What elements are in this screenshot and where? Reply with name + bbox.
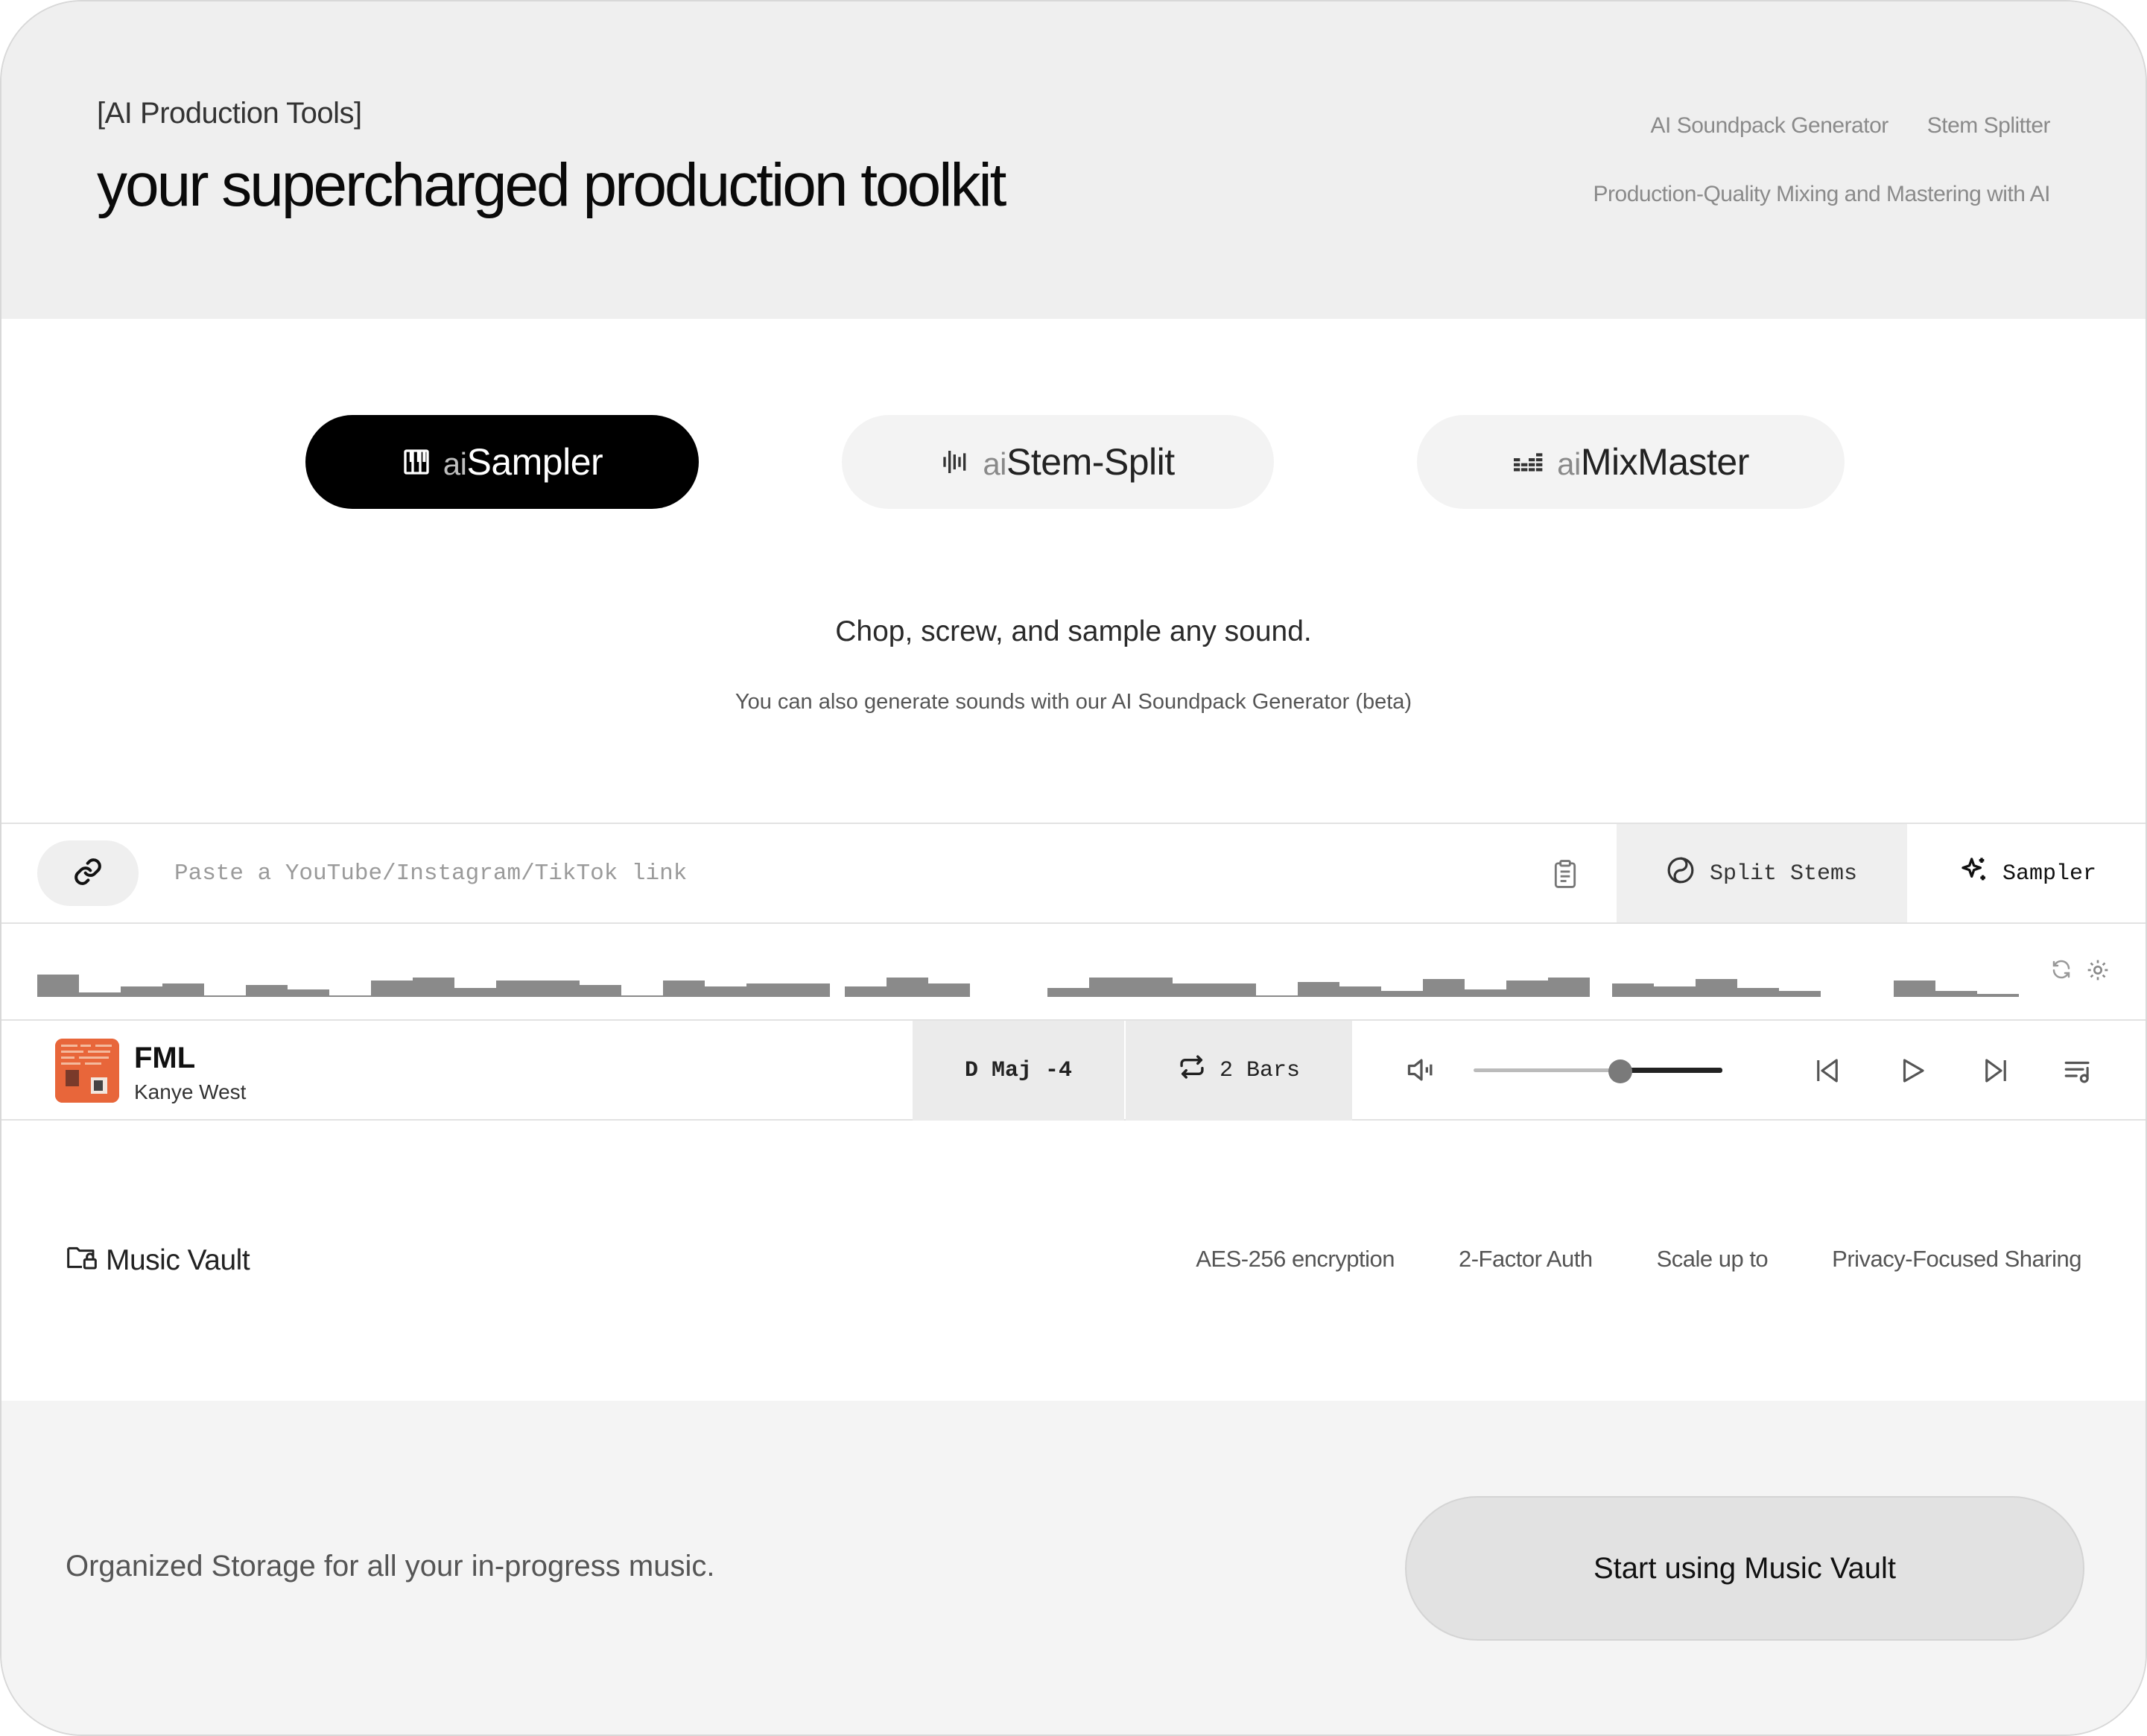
- key-selector[interactable]: D Maj -4: [913, 1021, 1124, 1121]
- playlist-icon[interactable]: [2062, 1055, 2093, 1090]
- player-bar: FML Kanye West D Maj -4 2 Bars: [1, 1019, 2146, 1121]
- link-ai-soundpack-generator[interactable]: AI Soundpack Generator: [1650, 113, 1889, 138]
- tab-prefix: ai: [443, 446, 467, 481]
- waveform-icon: [941, 447, 971, 477]
- volume-icon[interactable]: [1405, 1054, 1438, 1090]
- play-icon[interactable]: [1897, 1055, 1928, 1090]
- split-stems-label: Split Stems: [1709, 861, 1858, 887]
- start-music-vault-button[interactable]: Start using Music Vault: [1405, 1496, 2084, 1641]
- sampler-label: Sampler: [2002, 861, 2097, 887]
- header: [AI Production Tools] your supercharged …: [1, 1, 2146, 319]
- header-links: AI Soundpack Generator Stem Splitter Pro…: [1593, 113, 2051, 207]
- loop-icon: [1178, 1054, 1206, 1087]
- folder-lock-icon: [66, 1242, 98, 1279]
- tab-label: MixMaster: [1580, 441, 1750, 483]
- equalizer-icon: [1512, 447, 1545, 477]
- link-icon: [73, 857, 103, 890]
- footer: Organized Storage for all your in-progre…: [1, 1401, 2146, 1735]
- split-stems-button[interactable]: Split Stems: [1617, 824, 1907, 924]
- waveform-tools: [2050, 958, 2110, 986]
- volume-slider-thumb[interactable]: [1608, 1059, 1633, 1083]
- volume-slider[interactable]: [1474, 1059, 1722, 1083]
- gear-icon[interactable]: [2086, 958, 2110, 986]
- subtagline: You can also generate sounds with our AI…: [735, 690, 1412, 714]
- footer-description: Organized Storage for all your in-progre…: [66, 1550, 715, 1583]
- feature-encryption: AES-256 encryption: [1196, 1246, 1395, 1272]
- feature-scale: Scale up to: [1656, 1246, 1769, 1272]
- sparkle-icon: [1959, 855, 1989, 893]
- page-title: your supercharged production toolkit: [97, 151, 1006, 219]
- eyebrow: [AI Production Tools]: [97, 97, 362, 130]
- link-button[interactable]: [37, 840, 139, 906]
- cta-label: Start using Music Vault: [1593, 1551, 1897, 1585]
- skip-forward-icon[interactable]: [1980, 1055, 2011, 1090]
- music-vault-title: Music Vault: [66, 1242, 250, 1279]
- track-artist: Kanye West: [134, 1080, 247, 1103]
- tab-label: Stem-Split: [1006, 441, 1175, 483]
- waveform-row: [1, 922, 2146, 1019]
- piano-icon: [402, 447, 431, 477]
- link-stem-splitter[interactable]: Stem Splitter: [1926, 113, 2051, 138]
- sampler-button[interactable]: Sampler: [1907, 824, 2146, 924]
- feature-2fa: 2-Factor Auth: [1458, 1246, 1593, 1272]
- music-vault-label: Music Vault: [106, 1244, 250, 1276]
- skip-back-icon[interactable]: [1812, 1055, 1843, 1090]
- key-label: D Maj -4: [964, 1058, 1073, 1083]
- tab-aistem-split[interactable]: aiStem-Split: [842, 415, 1274, 509]
- tab-label: Sampler: [466, 441, 603, 483]
- link-bar: Split Stems Sampler: [1, 823, 2146, 924]
- tab-prefix: ai: [1557, 446, 1581, 481]
- track-title: FML: [134, 1042, 196, 1074]
- tab-prefix: ai: [983, 446, 1007, 481]
- link-input[interactable]: [174, 846, 1515, 900]
- loop-bars-label: 2 Bars: [1219, 1058, 1301, 1083]
- loop-bars-selector[interactable]: 2 Bars: [1126, 1021, 1352, 1121]
- link-mixing-mastering[interactable]: Production-Quality Mixing and Mastering …: [1593, 182, 2051, 206]
- album-art: [55, 1039, 119, 1103]
- tab-aimixmaster[interactable]: aiMixMaster: [1417, 415, 1845, 509]
- tab-aisampler[interactable]: aiSampler: [305, 415, 699, 509]
- tagline: Chop, screw, and sample any sound.: [835, 615, 1312, 647]
- refresh-icon[interactable]: [2050, 958, 2073, 986]
- vault-features: AES-256 encryption 2-Factor Auth Scale u…: [1196, 1246, 2081, 1273]
- waveform[interactable]: [37, 939, 2019, 1006]
- feature-privacy-sharing: Privacy-Focused Sharing: [1832, 1246, 2081, 1272]
- yin-yang-icon: [1666, 856, 1695, 892]
- clipboard-icon[interactable]: [1551, 858, 1579, 893]
